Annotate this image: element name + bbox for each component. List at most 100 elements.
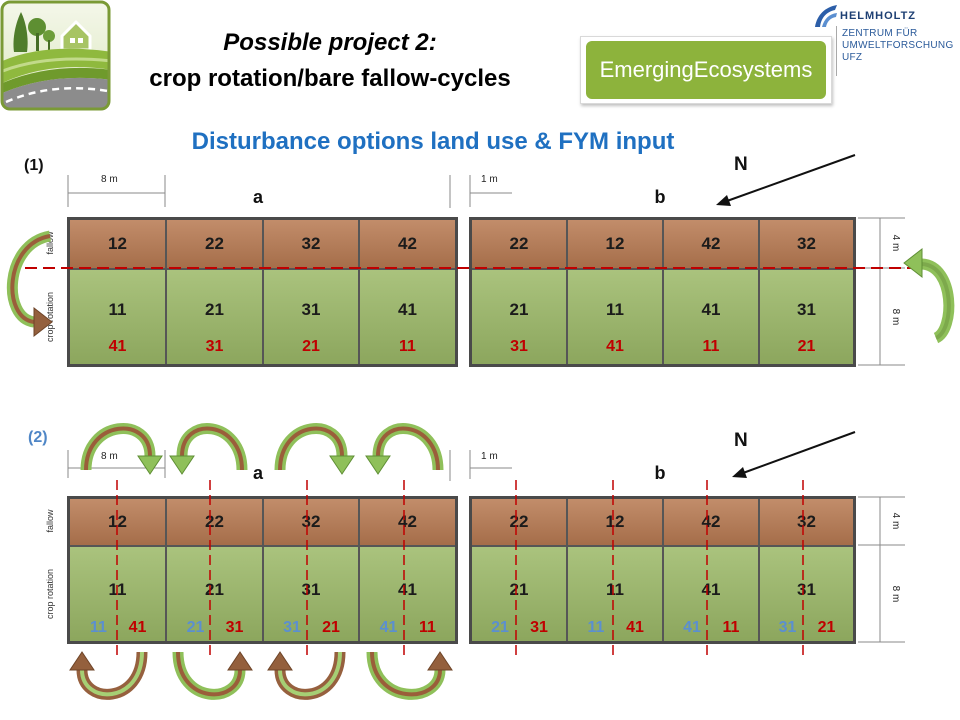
plot-number: 32	[301, 234, 321, 253]
plot-number: 21	[205, 300, 224, 319]
crop-rotation-cell: 41 41 11	[662, 545, 760, 643]
crop-rotation-cell: 31 21	[262, 268, 360, 366]
fym-number-red: 31	[205, 338, 224, 355]
plot-number: 41	[398, 300, 417, 319]
fallow-cell: 42	[662, 218, 760, 270]
crop-rotation-cell: 21 21 31	[165, 545, 264, 643]
plot-number: 11	[606, 300, 624, 319]
block-a-label: a	[252, 463, 263, 483]
subtitle: Disturbance options land use & FYM input	[191, 128, 675, 155]
fym-number-red: 21	[302, 338, 320, 355]
crop-rotation-cell: 41 11	[358, 268, 457, 366]
fym-number-red: 41	[606, 338, 624, 355]
block-b-label: b	[654, 463, 666, 483]
fallow-cell: 12	[68, 218, 167, 270]
fym-number-red: 11	[722, 619, 740, 636]
plot-number: 22	[509, 234, 529, 253]
plot-width-label: 8 m	[101, 174, 118, 185]
plot-number: 21	[509, 300, 529, 319]
crop-rotation-cell: 31 21	[758, 268, 855, 366]
fym-number-red: 41	[626, 619, 644, 636]
gap-width-label: 1 m	[481, 174, 498, 185]
fallow-cell: 32	[758, 218, 855, 270]
plot-number: 21	[509, 580, 529, 599]
plot-number: 41	[398, 580, 417, 599]
plot-number-blue: 31	[283, 619, 301, 636]
plot-number-blue: 31	[778, 619, 797, 636]
fym-number-red: 41	[128, 619, 147, 636]
plot-number: 42	[701, 234, 721, 253]
fym-number-red: 31	[510, 338, 528, 355]
plot-number-blue: 41	[683, 619, 701, 636]
ufz-logo-line: UFZ	[842, 52, 863, 63]
plot-number: 12	[108, 234, 127, 253]
crop-rotation-cell: 11 11 41	[68, 545, 167, 643]
diagram-1-label: (1)	[24, 157, 44, 174]
ufz-logo-line: ZENTRUM FÜR	[842, 28, 918, 39]
plot-number: 22	[509, 512, 529, 531]
fallow-cell: 12	[68, 497, 167, 547]
plot-number: 32	[301, 512, 321, 531]
plot-number: 12	[605, 234, 625, 253]
ufz-logo-divider	[836, 26, 837, 76]
fallow-cell: 12	[566, 218, 664, 270]
fym-number-red: 11	[399, 338, 416, 355]
fym-number-red: 21	[322, 619, 340, 636]
fallow-cell: 22	[165, 218, 264, 270]
plot-number: 42	[701, 512, 721, 531]
plot-number: 11	[108, 300, 127, 319]
plot-number-blue: 21	[186, 619, 205, 636]
plot-number: 32	[797, 234, 816, 253]
block-b-label: b	[654, 187, 666, 207]
plot-number-blue: 21	[491, 619, 509, 636]
ufz-logo-title: HELMHOLTZ	[840, 10, 917, 22]
partner-logo: EmergingEcosystems	[586, 41, 826, 99]
fallow-cell: 12	[566, 497, 664, 547]
fallow-cell: 22	[165, 497, 264, 547]
plot-number: 12	[605, 512, 625, 531]
plot-number: 31	[797, 300, 816, 319]
landscape-logo-icon	[0, 0, 111, 111]
plot-number: 21	[205, 580, 224, 599]
title-line-1: Possible project 2:	[223, 29, 437, 56]
fym-number-red: 11	[419, 619, 436, 636]
fallow-cell: 32	[262, 497, 360, 547]
plot-number: 11	[108, 580, 127, 599]
fallow-cell: 42	[358, 497, 457, 547]
plot-number: 12	[108, 512, 127, 531]
crop-rotation-cell: 21 31	[165, 268, 264, 366]
gap-width-label: 1 m	[481, 451, 498, 462]
fym-number-red: 41	[108, 338, 127, 355]
crop-rotation-cell: 41 11	[662, 268, 760, 366]
plot-number: 41	[701, 580, 721, 599]
fallow-cell: 22	[470, 218, 568, 270]
plot-number-blue: 11	[90, 619, 107, 636]
fallow-cell: 22	[470, 497, 568, 547]
plot-number: 22	[205, 512, 224, 531]
fallow-cell: 32	[758, 497, 855, 547]
plot-number: 11	[606, 580, 624, 599]
plot-number: 32	[797, 512, 816, 531]
crop-rotation-cell: 21 21 31	[470, 545, 568, 643]
fym-number-red: 11	[702, 338, 720, 355]
ufz-logo-line: UMWELTFORSCHUNG	[842, 40, 954, 51]
title-line-2: crop rotation/bare fallow-cycles	[149, 65, 511, 92]
crop-rotation-cell: 11 41	[68, 268, 167, 366]
fallow-cell: 42	[662, 497, 760, 547]
plot-number: 22	[205, 234, 224, 253]
fym-number-red: 31	[225, 619, 244, 636]
fym-number-red: 31	[530, 619, 548, 636]
crop-rotation-cell: 21 31	[470, 268, 568, 366]
helmholtz-mark-icon	[815, 5, 837, 27]
plot-number: 31	[301, 300, 321, 319]
fallow-cell: 42	[358, 218, 457, 270]
fym-number-red: 21	[797, 338, 816, 355]
fallow-cell: 32	[262, 218, 360, 270]
plot-number: 41	[701, 300, 721, 319]
